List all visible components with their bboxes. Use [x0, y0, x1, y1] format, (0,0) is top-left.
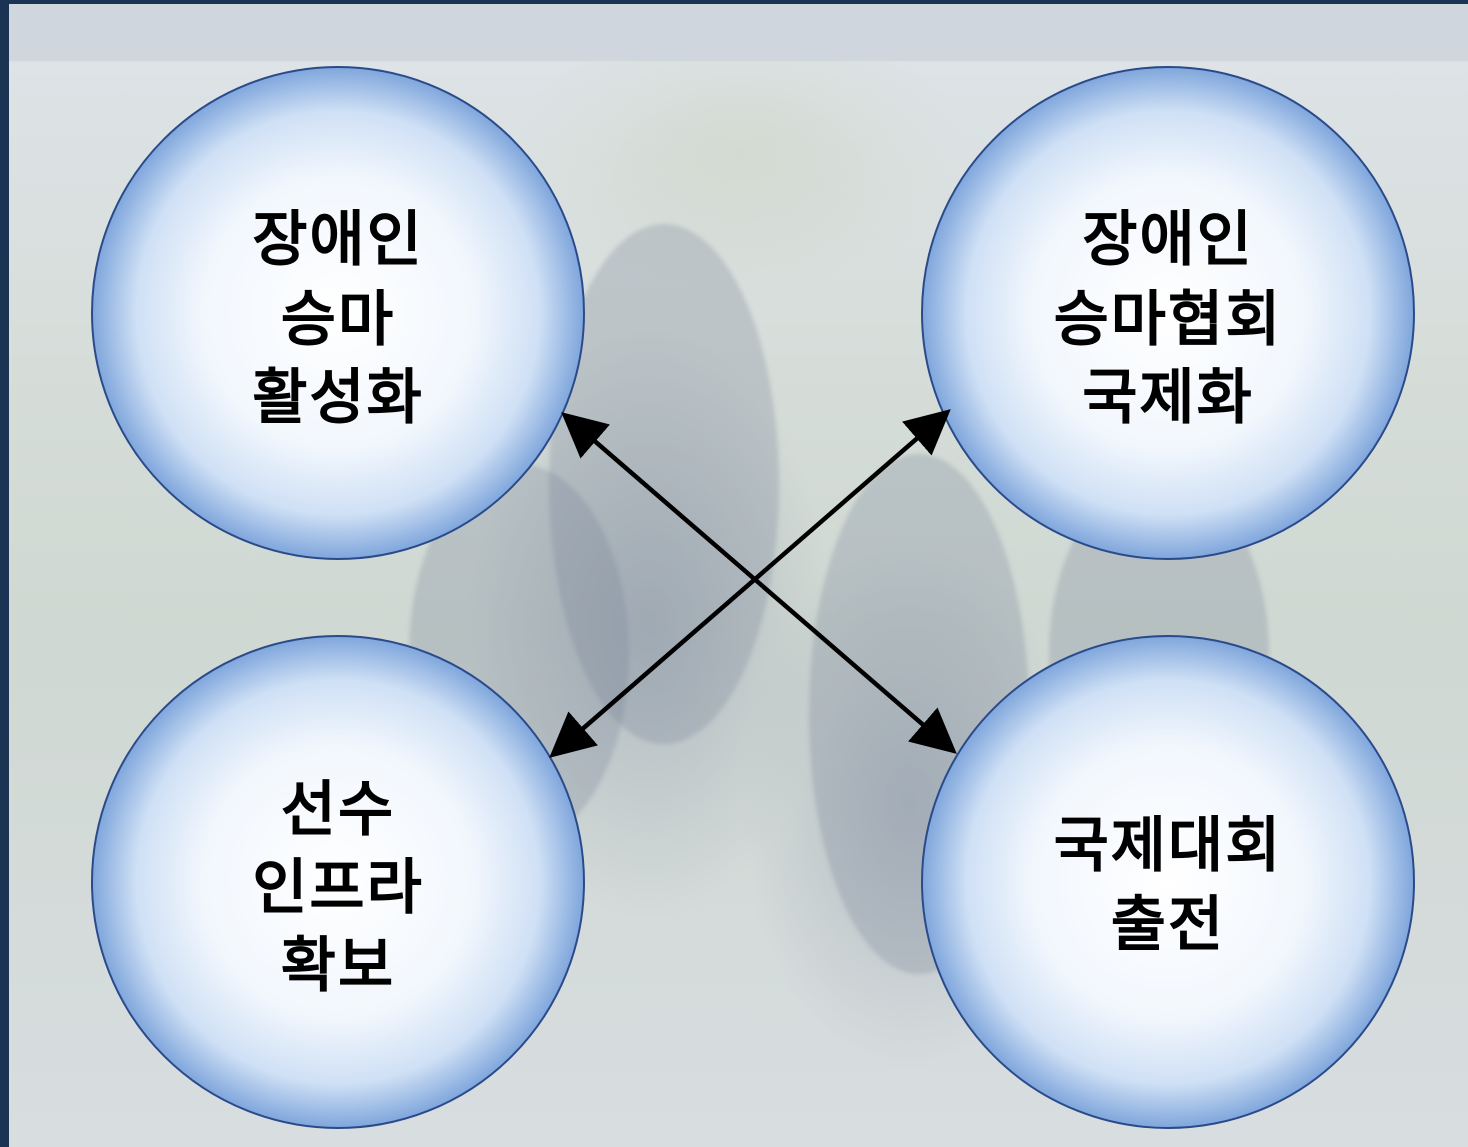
node-label-line: 승마협회: [1054, 285, 1283, 355]
node-label-line: 확보: [281, 931, 395, 1001]
node-circle: [91, 635, 585, 1129]
node-label-line: 장애인: [252, 205, 424, 275]
node-circle: [91, 66, 585, 560]
node-label-line: 선수: [281, 775, 395, 845]
node-label-line: 장애인: [1082, 205, 1254, 275]
node-label-line: 활성화: [252, 363, 424, 433]
node-bottom-right: 국제대회 출전: [921, 635, 1415, 1129]
connector-top-right-bottom-left: [549, 409, 951, 758]
node-top-left: 장애인 승마 활성화: [91, 66, 585, 560]
connector-top-left-bottom-right: [561, 412, 957, 754]
node-label-line: 국제화: [1082, 363, 1254, 433]
top-band: [9, 4, 1468, 60]
node-top-right: 장애인 승마협회 국제화: [921, 66, 1415, 560]
node-label-line: 국제대회: [1054, 811, 1283, 881]
node-bottom-left: 선수 인프라 확보: [91, 635, 585, 1129]
node-circle: [921, 66, 1415, 560]
node-label-line: 승마: [281, 285, 395, 355]
node-circle: [921, 635, 1415, 1129]
node-label-line: 인프라: [252, 853, 424, 923]
node-label-line: 출전: [1111, 890, 1225, 960]
